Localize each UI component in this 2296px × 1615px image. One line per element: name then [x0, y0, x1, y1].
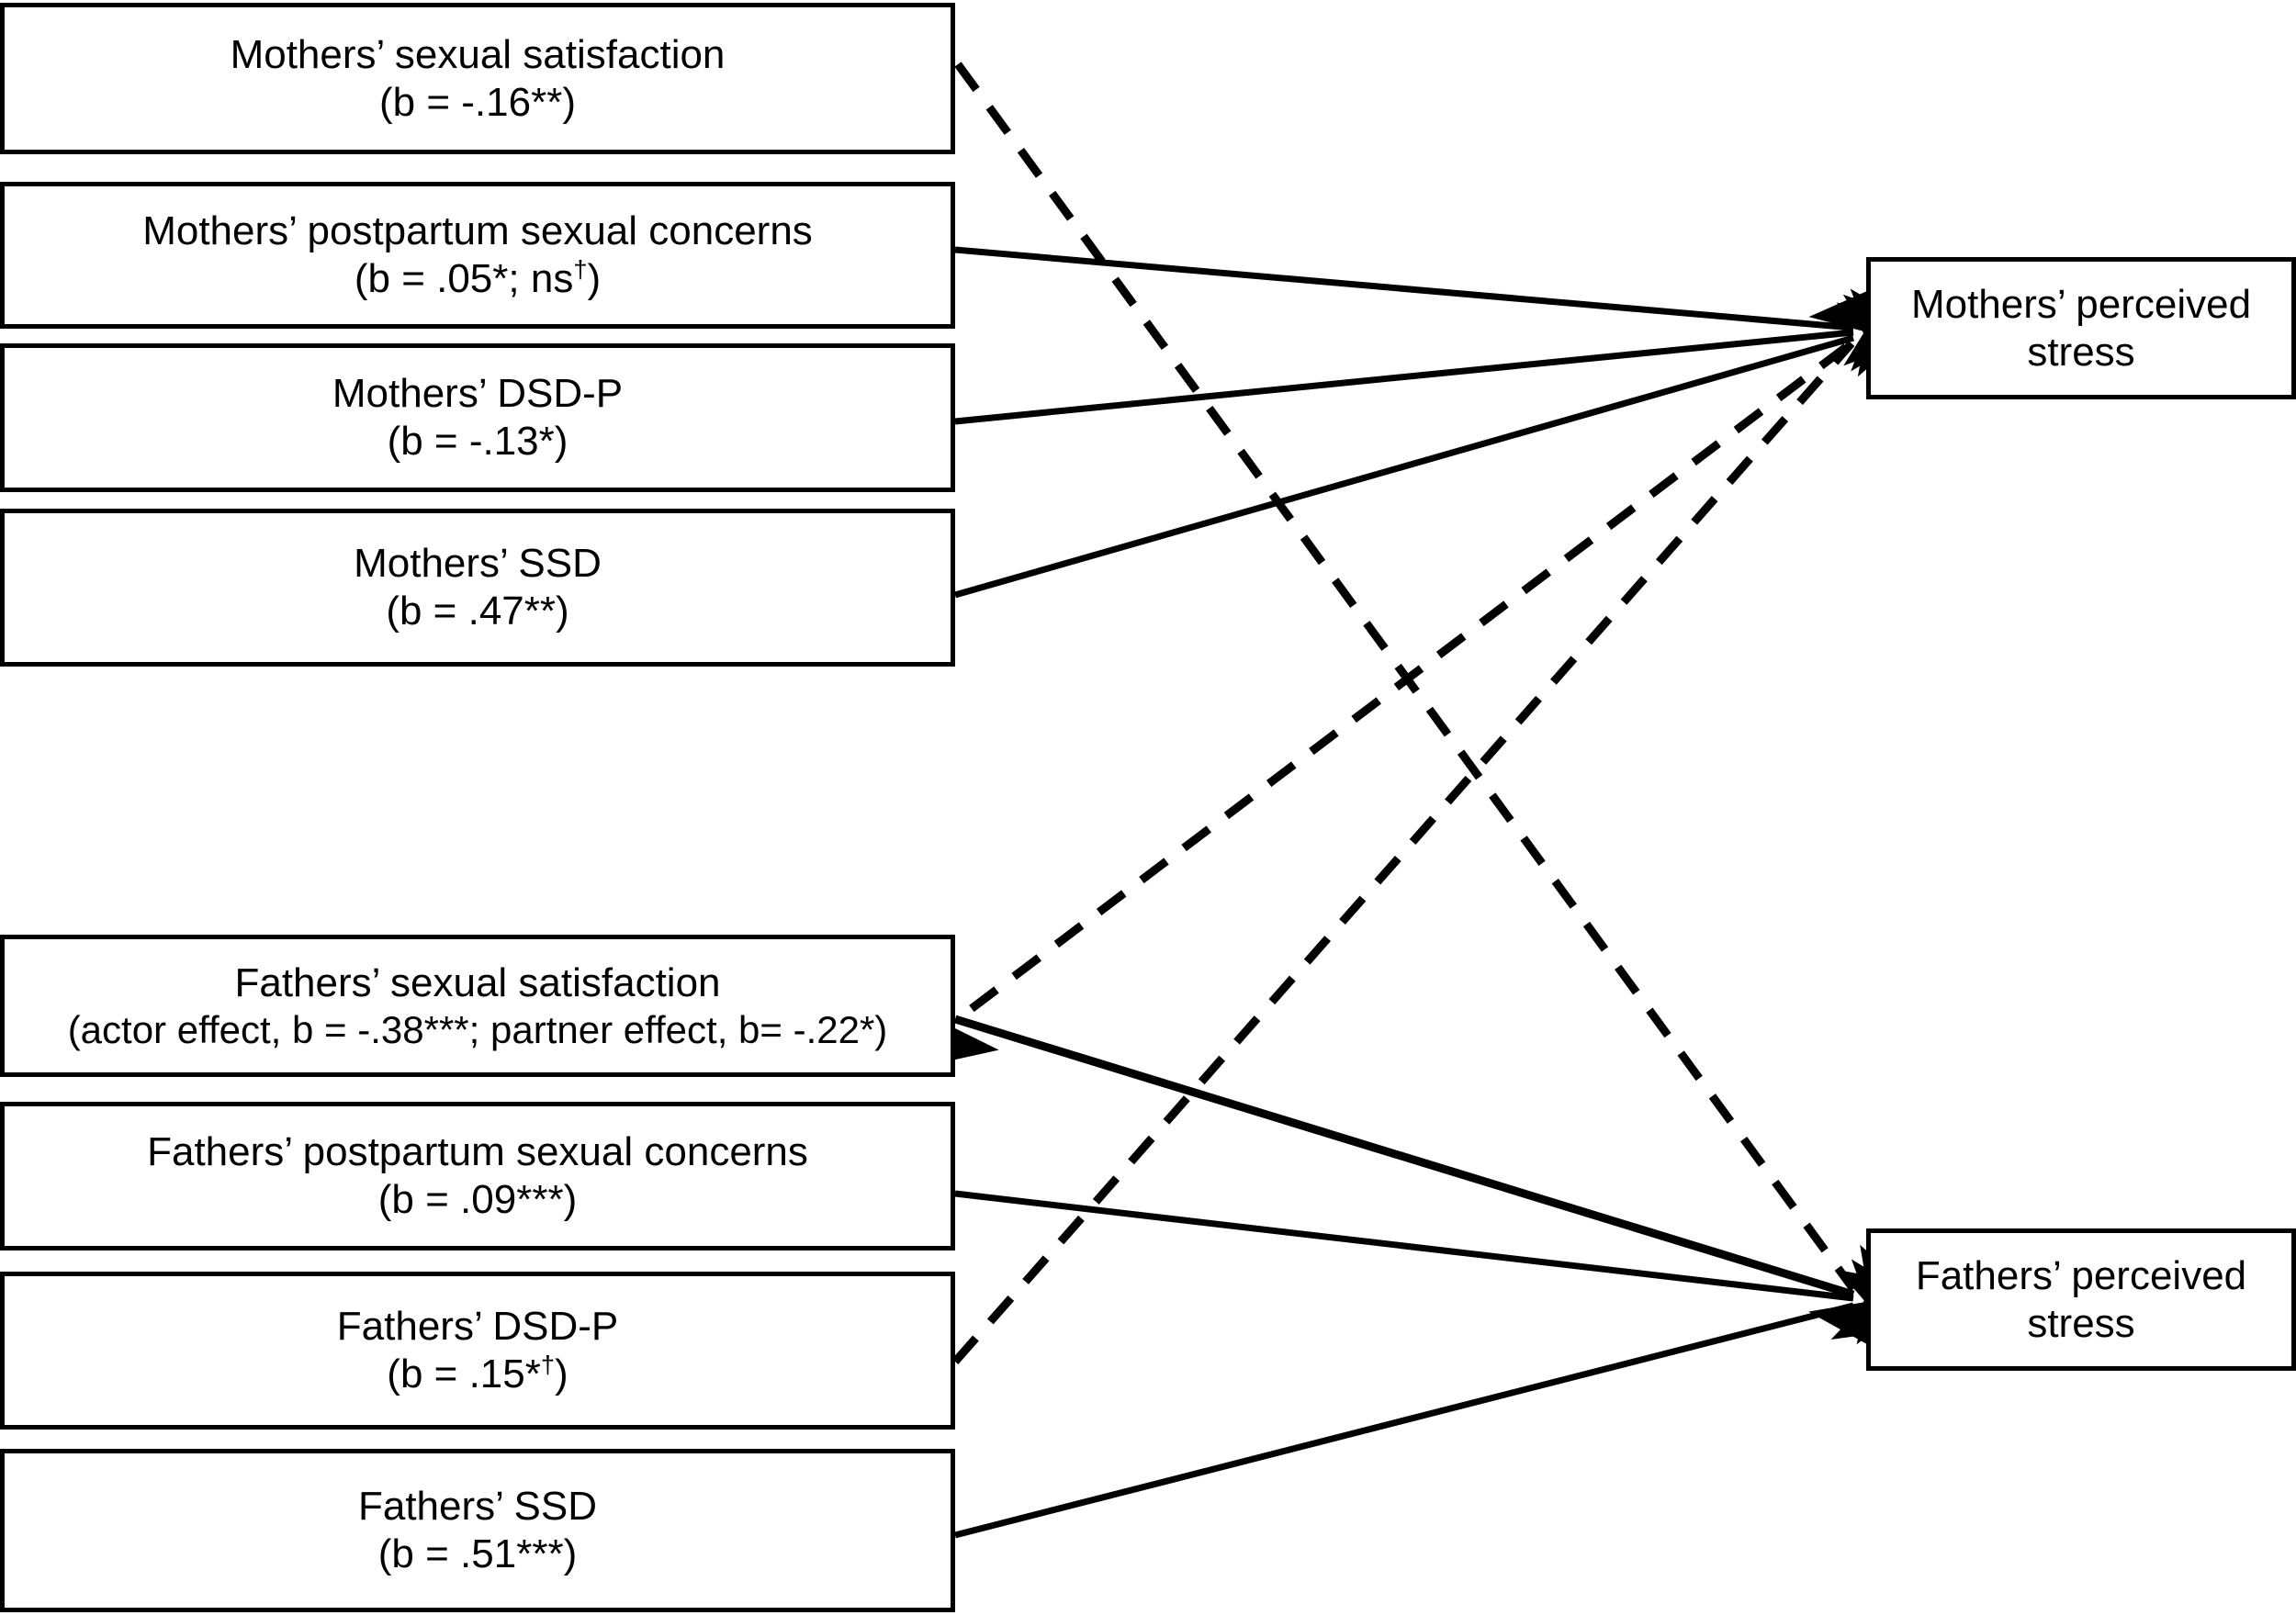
- node-fathers-postpartum-sexual-concerns[interactable]: Fathers’ postpartum sexual concerns (b =…: [0, 1102, 955, 1251]
- node-title: Mothers’ SSD: [354, 541, 602, 587]
- edge-mothers-ssd-to-mothers-stress: [954, 302, 1928, 599]
- node-coefficient: (b = -.13*): [387, 419, 568, 464]
- node-mothers-ssd[interactable]: Mothers’ SSD (b = .47**): [0, 509, 955, 667]
- dagger-icon: †: [540, 1350, 556, 1379]
- edge-fathers-satisfaction-to-fathers-stress: [953, 1015, 1949, 1340]
- edge-mothers-dsdp-to-mothers-stress: [954, 294, 1930, 425]
- node-title: Mothers’ DSD-P: [332, 371, 624, 417]
- node-mothers-postpartum-sexual-concerns[interactable]: Mothers’ postpartum sexual concerns (b =…: [0, 182, 955, 329]
- node-coefficient: (actor effect, b = -.38***; partner effe…: [67, 1007, 888, 1051]
- node-coefficient: (b = .51***): [377, 1531, 578, 1576]
- edge-fathers-concerns-to-fathers-stress: [954, 1190, 1930, 1336]
- node-mothers-sexual-satisfaction[interactable]: Mothers’ sexual satisfaction (b = -.16**…: [0, 3, 955, 154]
- node-title: Fathers’ sexual satisfaction: [234, 959, 721, 1005]
- coefficient-suffix: ): [555, 1351, 568, 1396]
- node-title: Fathers’ DSD-P: [336, 1304, 619, 1350]
- edge-mothers-stress-to-fathers-satisfaction: [883, 343, 1849, 1076]
- node-fathers-perceived-stress[interactable]: Fathers’ perceived stress: [1866, 1228, 2296, 1371]
- node-coefficient: (b = -.16**): [379, 79, 576, 125]
- node-title: Fathers’ SSD: [357, 1484, 597, 1530]
- edge-mothers-concerns-to-mothers-stress: [954, 246, 1930, 366]
- node-fathers-ssd[interactable]: Fathers’ SSD (b = .51***): [0, 1449, 955, 1612]
- node-mothers-dsd-p[interactable]: Mothers’ DSD-P (b = -.13*): [0, 343, 955, 492]
- dagger-icon: †: [573, 254, 588, 284]
- node-coefficient: (b = .05*; ns†): [355, 255, 601, 303]
- node-title: Mothers’ sexual satisfaction: [230, 31, 726, 77]
- node-coefficient: (b = .09***): [377, 1177, 578, 1222]
- node-title: Mothers’ perceived stress: [1910, 281, 2252, 375]
- edge-fathers-dsdp-to-mothers-stress: [951, 268, 1918, 1364]
- node-fathers-dsd-p[interactable]: Fathers’ DSD-P (b = .15*†): [0, 1272, 955, 1430]
- coefficient-prefix: (b = .15*: [387, 1351, 541, 1396]
- node-title: Fathers’ postpartum sexual concerns: [147, 1129, 808, 1175]
- node-fathers-sexual-satisfaction[interactable]: Fathers’ sexual satisfaction (actor effe…: [0, 935, 955, 1077]
- node-title: Mothers’ postpartum sexual concerns: [142, 208, 813, 254]
- node-title: Fathers’ perceived stress: [1915, 1252, 2247, 1346]
- node-coefficient: (b = .47**): [386, 589, 569, 634]
- node-coefficient: (b = .15*†): [387, 1351, 568, 1398]
- coefficient-suffix: ): [587, 256, 602, 301]
- node-mothers-perceived-stress[interactable]: Mothers’ perceived stress: [1866, 257, 2296, 399]
- edge-fathers-ssd-to-fathers-stress: [954, 1270, 1929, 1539]
- coefficient-prefix: (b = .05*; ns: [354, 256, 574, 301]
